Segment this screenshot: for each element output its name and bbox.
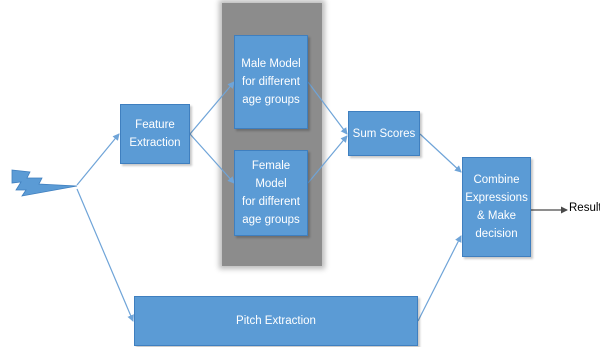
edge-feature-to-male bbox=[189, 81, 235, 135]
result-label: Result bbox=[569, 202, 600, 214]
male-model-label: Male Model for different age groups bbox=[241, 58, 301, 106]
pitch-extraction-label: Pitch Extraction bbox=[236, 315, 316, 327]
male-model-box: Male Model for different age groups bbox=[234, 35, 308, 129]
sum-scores-box: Sum Scores bbox=[348, 111, 420, 156]
edge-sum-to-combine bbox=[419, 133, 462, 173]
female-model-label: Female Model for different age groups bbox=[242, 160, 300, 226]
combine-decision-label: Combine Expressions & Make decision bbox=[465, 174, 528, 240]
feature-extraction-box: Feature Extraction bbox=[120, 104, 190, 164]
sum-scores-label: Sum Scores bbox=[352, 127, 416, 140]
pitch-extraction-box: Pitch Extraction bbox=[134, 296, 418, 346]
female-model-box: Female Model for different age groups bbox=[234, 150, 308, 236]
combine-decision-box: Combine Expressions & Make decision bbox=[462, 157, 531, 257]
edge-source-to-feature bbox=[76, 133, 120, 186]
speech-signal-icon bbox=[11, 169, 78, 197]
edge-male-to-sum bbox=[307, 81, 348, 135]
edge-female-to-sum bbox=[307, 135, 348, 184]
edge-feature-to-female bbox=[189, 133, 235, 184]
feature-extraction-label: Feature Extraction bbox=[129, 119, 181, 149]
edge-pitch-to-combine bbox=[417, 235, 462, 322]
edge-source-to-pitch bbox=[76, 188, 134, 322]
